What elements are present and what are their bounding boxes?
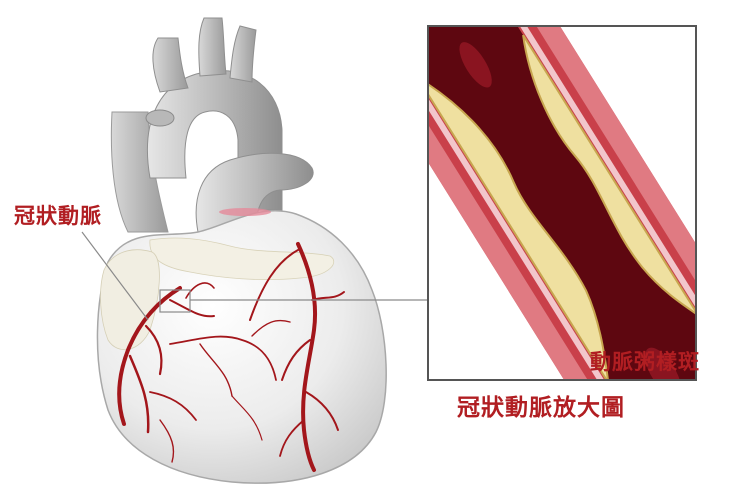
- coronary-artery-label: 冠狀動脈: [14, 200, 102, 230]
- aortic-branch-1: [153, 38, 188, 92]
- heart-illustration: [97, 18, 386, 483]
- plaque-label: 動脈粥樣斑: [590, 346, 700, 376]
- vessel-opening: [146, 110, 174, 126]
- aortic-branch-2: [199, 18, 226, 76]
- cardiac-band: [219, 208, 271, 216]
- aortic-branch-3: [230, 26, 256, 82]
- enlarged-view-label: 冠狀動脈放大圖: [457, 388, 625, 422]
